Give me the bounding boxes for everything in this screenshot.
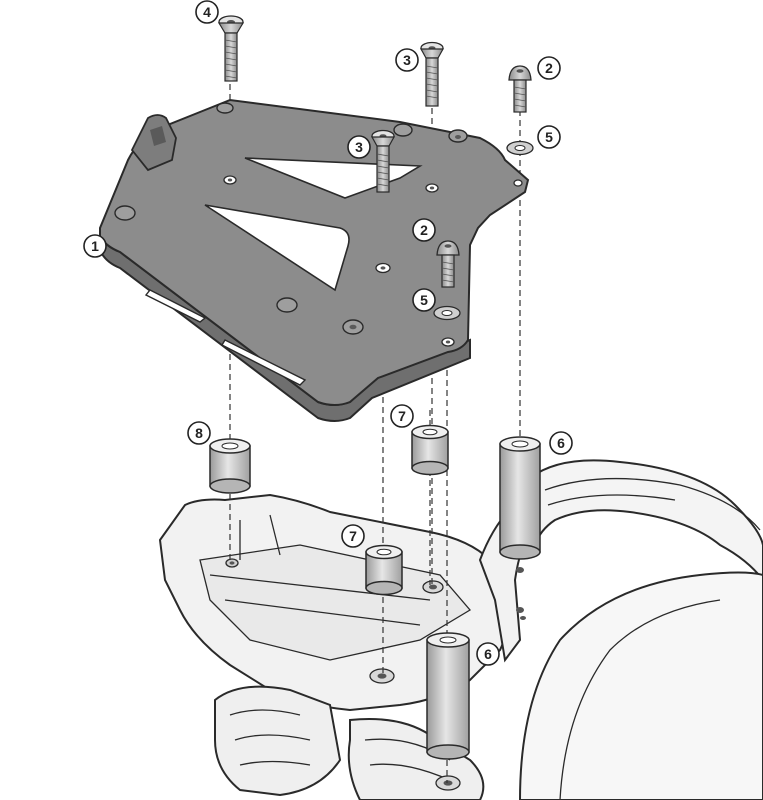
svg-text:2: 2 [545, 60, 553, 76]
svg-text:7: 7 [349, 528, 357, 544]
button-screw-2-upper [508, 65, 532, 113]
callout-2-upper: 2 [537, 56, 561, 80]
svg-text:3: 3 [403, 52, 411, 68]
frame-mount-hole [225, 558, 239, 568]
callout-7-lower: 7 [341, 524, 365, 548]
countersunk-screw-4 [217, 15, 245, 82]
svg-text:4: 4 [203, 4, 211, 20]
washer-5-middle [433, 305, 461, 321]
svg-text:6: 6 [484, 646, 492, 662]
frame-mount-hole [516, 567, 526, 620]
spacer-6-upper [499, 436, 541, 560]
svg-text:3: 3 [355, 139, 363, 155]
washer-5-upper [506, 140, 534, 156]
spacer-6-lower [426, 632, 470, 760]
callout-6-upper: 6 [549, 431, 573, 455]
frame-mount-hole [435, 775, 461, 791]
button-screw-2-middle [436, 240, 460, 288]
callout-4: 4 [195, 0, 219, 24]
callout-5-upper: 5 [537, 125, 561, 149]
svg-text:5: 5 [420, 292, 428, 308]
countersunk-screw-3-middle [370, 129, 396, 193]
spacer-7-upper [411, 424, 449, 476]
callout-2-middle: 2 [412, 218, 436, 242]
spacer-7-lower [365, 544, 403, 596]
svg-text:7: 7 [398, 408, 406, 424]
svg-text:6: 6 [557, 435, 565, 451]
svg-text:2: 2 [420, 222, 428, 238]
rack-plate [99, 98, 530, 422]
callout-1: 1 [83, 234, 107, 258]
countersunk-screw-3-upper [419, 41, 445, 107]
svg-text:1: 1 [91, 238, 99, 254]
svg-text:8: 8 [195, 425, 203, 441]
frame-mount-hole [422, 580, 444, 594]
svg-text:5: 5 [545, 129, 553, 145]
callout-5-middle: 5 [412, 288, 436, 312]
callout-7-upper: 7 [390, 404, 414, 428]
callout-6-lower: 6 [476, 642, 500, 666]
callout-3-upper: 3 [395, 48, 419, 72]
spacer-8 [209, 438, 251, 494]
frame-mount-hole [369, 668, 395, 684]
callout-8: 8 [187, 421, 211, 445]
callout-3-middle: 3 [347, 135, 371, 159]
